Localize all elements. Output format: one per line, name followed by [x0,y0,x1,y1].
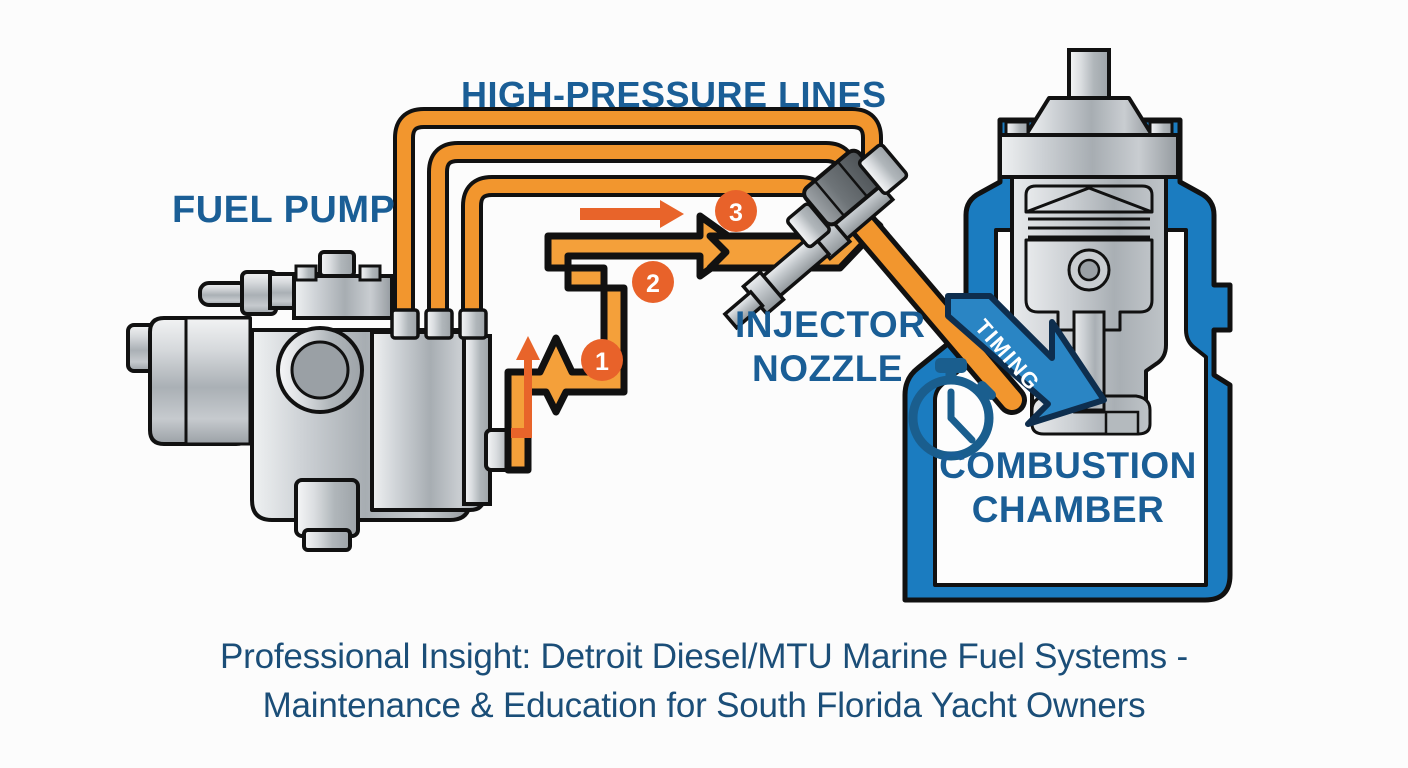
label-injector-nozzle-line1: INJECTOR [735,304,925,345]
pump-top-cover [292,274,394,320]
pump-fitting-2 [424,308,454,340]
timing-arrow [945,293,1107,427]
hp-line-1 [397,111,879,450]
indicator-arrow-horizontal [580,200,684,228]
step-badge-3-number: 3 [729,199,743,227]
injector-tip [722,289,765,331]
step-badge-1: 1 [581,339,623,381]
pump-lower-boss [294,478,360,538]
stopwatch-side-button [977,381,996,400]
fuel-pump-assembly [126,250,522,552]
step-badge-3-circle [715,190,757,232]
valve-stem-top [1067,48,1111,100]
pump-left-inner [184,316,252,446]
caption: Professional Insight: Detroit Diesel/MTU… [0,632,1408,730]
injector-fitting-nut-top [857,143,909,196]
pump-inspection-port [290,340,350,400]
pump-right-flange [462,334,492,506]
injector-fuel-channel-fill [842,202,1022,410]
valve-seat-notch [1104,410,1140,436]
injector-hex-facet-1 [813,180,846,217]
pump-lower-nut [302,528,352,552]
label-fuel-pump: FUEL PUMP [172,189,395,231]
caption-line-1: Professional Insight: Detroit Diesel/MTU… [220,637,1188,676]
pump-cap-bolt [318,250,356,278]
pump-cover-bolt-l [294,264,318,282]
indicator-arrow-vertical [511,336,540,438]
label-combustion-line1: COMBUSTION [939,445,1197,486]
injector-hex-facet-2 [836,160,869,198]
piston-valve-assembly [998,48,1180,436]
step-badge-1-circle [581,339,623,381]
step-badge-1-number: 1 [595,348,609,376]
wrist-pin-inner [1077,258,1101,282]
label-combustion-line2: CHAMBER [972,489,1165,530]
head-flange [998,133,1180,179]
step-badge-2: 2 [632,261,674,303]
pump-fitting-1 [390,308,420,340]
label-injector-nozzle-line2: NOZZLE [752,348,903,389]
caption-line-2: Maintenance & Education for South Florid… [262,686,1146,725]
stopwatch-hand-hour [947,414,976,444]
label-high-pressure-lines: HIGH-PRESSURE LINES [461,74,887,115]
pump-fitting-3 [458,308,488,340]
piston-dome [1025,186,1153,214]
stopwatch-icon [908,358,996,461]
injector-fitting-nut-low [786,202,831,249]
step-badge-3: 3 [715,190,757,232]
stopwatch-crown [935,358,967,373]
flow-arrow-step-1-2 [504,212,746,474]
injector-nozzle-assembly [722,143,1027,415]
pump-cover-bolt-r [358,264,382,282]
step-badge-2-number: 2 [646,270,660,298]
step-badge-2-circle [632,261,674,303]
